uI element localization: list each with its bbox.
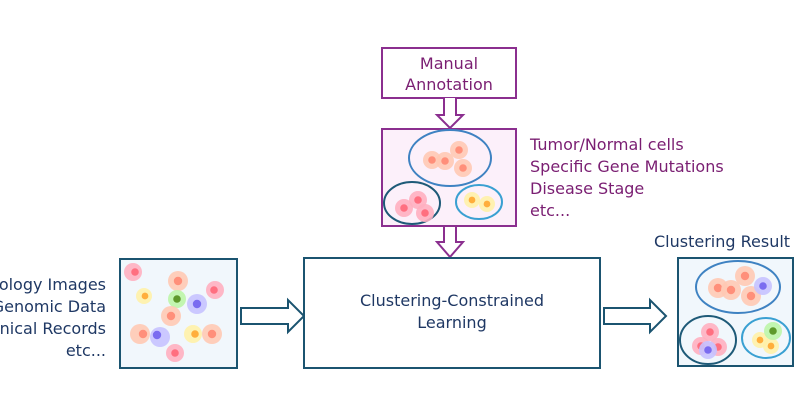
input-label-3: Clinical Records [0,319,106,338]
scattered-cell-salmon [130,324,150,344]
center-box-line-2: Learning [417,313,486,332]
annotation-label-4: etc... [530,201,570,220]
annotation-label-3: Disease Stage [530,179,644,198]
result-cluster-outline-left [679,315,737,365]
manual-annotation-line-2: Annotation [405,75,493,94]
scattered-cell-yellow [184,325,202,343]
right-arrow-output-icon [603,297,668,335]
result-cluster-outline-right [741,317,791,359]
input-label-2: Genomic Data [0,297,106,316]
salmon-purple-cluster-cell [754,277,772,295]
scattered-cell-pink [124,263,142,281]
salmon-cluster-cell [454,159,472,177]
scattered-cell-green [168,290,186,308]
scattered-cell-purple [187,294,207,314]
pink-cluster-cell [416,204,434,222]
manual-annotation-line-1: Manual [420,54,478,73]
salmon-purple-cluster-cell [721,280,741,300]
yellow-cluster-cell [479,196,495,212]
clustering-constrained-learning-box: Clustering-Constrained Learning [303,257,601,369]
pink-purple-cluster-cell [701,323,719,341]
input-label-4: etc... [66,341,106,360]
pink-cluster-cell [395,199,413,217]
clustering-result-box [677,257,794,367]
annotated-cluster-outline-yellow [455,184,503,220]
yellow-cluster-cell [464,192,480,208]
salmon-cluster-cell [450,141,468,159]
input-cells-box [119,258,238,369]
scattered-cell-salmon [161,306,181,326]
yellow-green-cluster-cell [763,338,779,354]
down-arrow-annotation-icon [434,98,466,130]
annotation-label-2: Specific Gene Mutations [530,157,724,176]
annotation-labels: Tumor/Normal cells Specific Gene Mutatio… [529,135,724,220]
annotated-cluster-outline-salmon [408,129,492,187]
annotation-label-1: Tumor/Normal cells [529,135,684,154]
scattered-cell-pink [166,344,184,362]
salmon-purple-cluster-cell [735,266,755,286]
annotated-cells-box [381,128,517,227]
yellow-green-cluster-cell [764,322,782,340]
salmon-cluster-cell [423,151,441,169]
scattered-cell-purple [150,327,170,347]
annotated-cluster-outline-pink [383,181,441,225]
manual-annotation-box: Manual Annotation [381,47,517,99]
down-arrow-constraint-icon [434,227,466,259]
scattered-cell-salmon [168,271,188,291]
scattered-cell-yellow [136,288,152,304]
input-labels: Histology Images Genomic Data Clinical R… [0,275,106,360]
scattered-cell-pink [206,281,224,299]
center-box-line-1: Clustering-Constrained [360,291,544,310]
input-label-1: Histology Images [0,275,106,294]
pink-purple-cluster-cell [699,341,717,359]
result-cluster-outline-top [695,260,781,314]
scattered-cell-salmon [202,324,222,344]
clustering-result-title: Clustering Result [654,232,790,251]
right-arrow-input-icon [240,297,306,335]
salmon-cluster-cell [436,152,454,170]
